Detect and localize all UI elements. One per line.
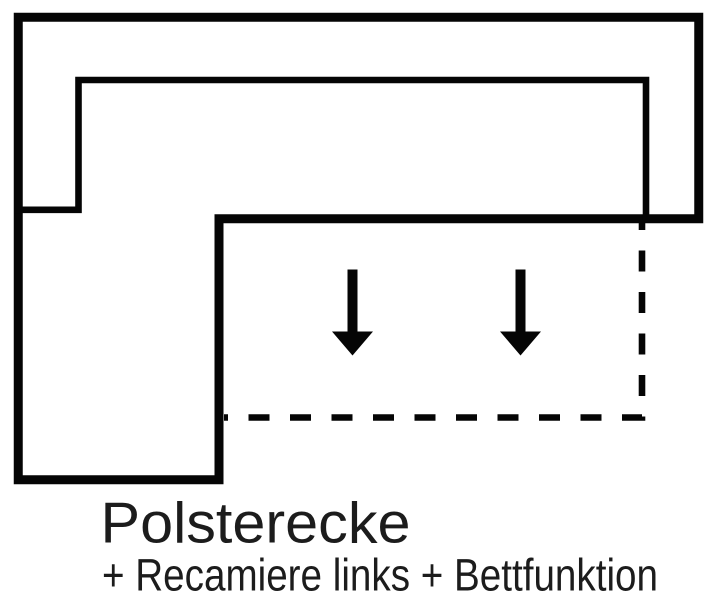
svg-text:Polsterecke: Polsterecke — [101, 492, 411, 556]
svg-text:+ Recamiere links + Bettfunkti: + Recamiere links + Bettfunktion — [102, 550, 658, 600]
